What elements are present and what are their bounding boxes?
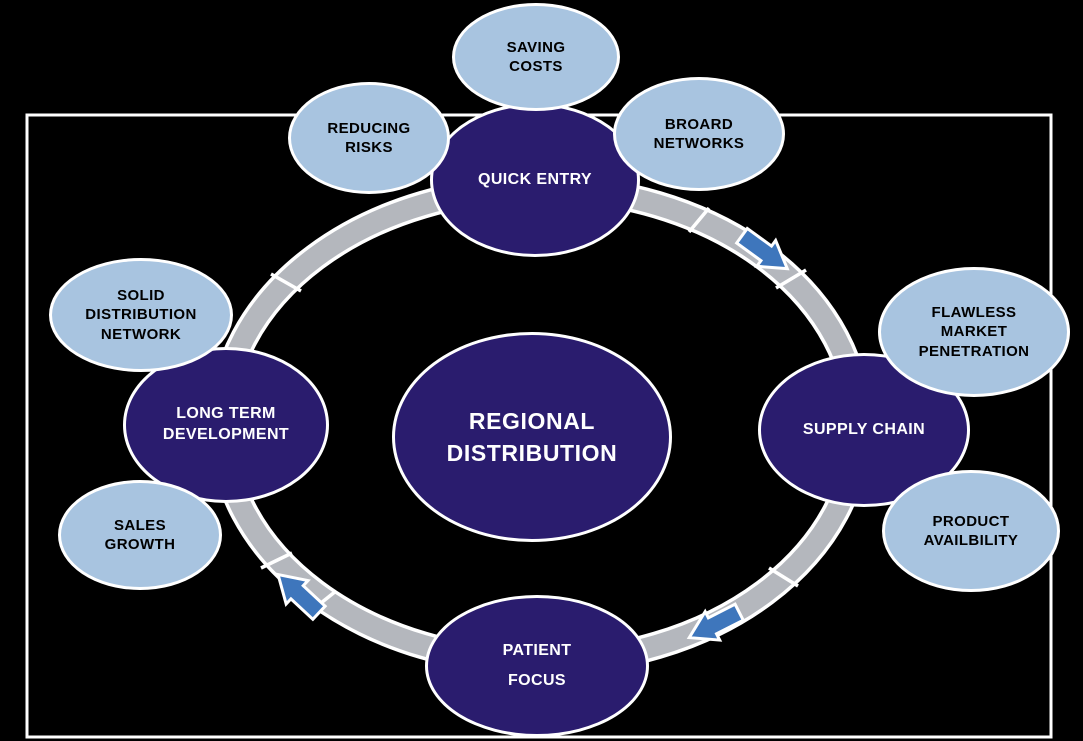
node-long-term-development: LONG TERM DEVELOPMENT bbox=[123, 347, 329, 503]
flow-arrow-icon bbox=[275, 572, 328, 622]
node-sales-growth: SALES GROWTH bbox=[58, 480, 222, 590]
node-saving-costs: SAVING COSTS bbox=[452, 3, 620, 111]
node-patient-focus-label: PATIENT FOCUS bbox=[502, 641, 572, 689]
node-reducing-risks-label: REDUCING RISKS bbox=[327, 119, 411, 157]
flow-arrows bbox=[275, 226, 790, 642]
node-sales-growth-label: SALES GROWTH bbox=[104, 516, 176, 554]
node-broard-networks: BROARD NETWORKS bbox=[613, 77, 785, 191]
node-long-term-development-label: LONG TERM DEVELOPMENT bbox=[162, 405, 290, 443]
node-flawless-market-penetration-label: FLAWLESS MARKET PENETRATION bbox=[918, 303, 1030, 360]
node-supply-chain-label: SUPPLY CHAIN bbox=[802, 420, 926, 438]
node-regional-distribution-label: REGIONAL DISTRIBUTION bbox=[446, 407, 618, 466]
node-product-availbility-label: PRODUCT AVAILBILITY bbox=[923, 512, 1019, 550]
node-quick-entry-label: QUICK ENTRY bbox=[477, 170, 593, 188]
flow-arrow-icon bbox=[734, 226, 790, 271]
node-solid-distribution-network-label: SOLID DISTRIBUTION NETWORK bbox=[85, 286, 197, 343]
node-regional-distribution: REGIONAL DISTRIBUTION bbox=[392, 332, 672, 542]
segment-separator bbox=[260, 551, 293, 570]
node-product-availbility: PRODUCT AVAILBILITY bbox=[882, 470, 1060, 592]
segment-separators bbox=[260, 206, 807, 613]
node-broard-networks-label: BROARD NETWORKS bbox=[653, 115, 745, 153]
segment-separator bbox=[687, 206, 711, 234]
segment-separator bbox=[768, 566, 799, 588]
node-saving-costs-label: SAVING COSTS bbox=[506, 38, 566, 76]
node-quick-entry: QUICK ENTRY bbox=[430, 103, 640, 257]
node-solid-distribution-network: SOLID DISTRIBUTION NETWORK bbox=[49, 258, 233, 372]
node-flawless-market-penetration: FLAWLESS MARKET PENETRATION bbox=[878, 267, 1070, 397]
node-patient-focus: PATIENT FOCUS bbox=[425, 595, 649, 737]
node-reducing-risks: REDUCING RISKS bbox=[288, 82, 450, 194]
flow-arrow-icon bbox=[686, 602, 746, 642]
segment-separator bbox=[775, 268, 807, 290]
segment-separator bbox=[270, 272, 302, 293]
